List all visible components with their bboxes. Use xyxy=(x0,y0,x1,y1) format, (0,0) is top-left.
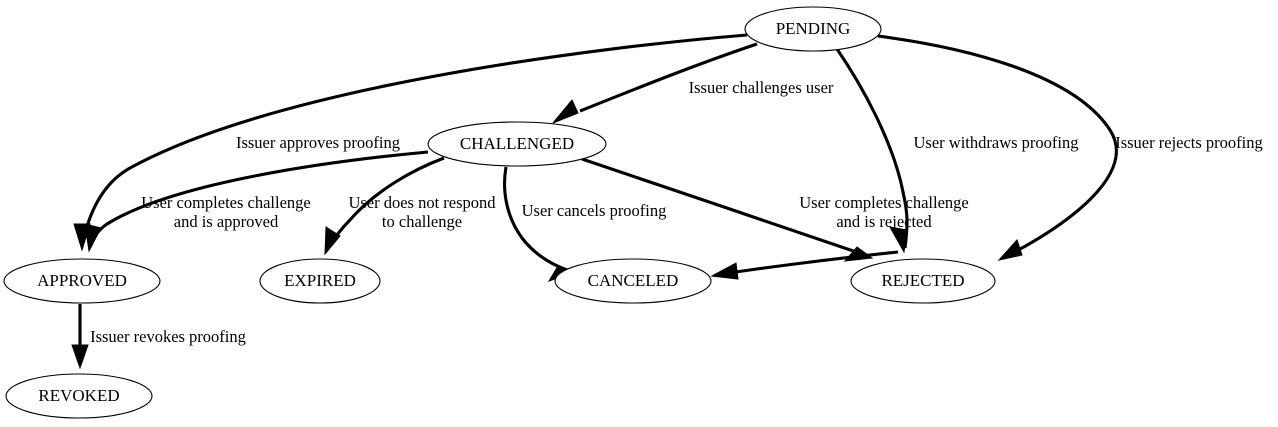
edges-layer xyxy=(71,33,1118,370)
edge-label-challenged-canceled: User cancels proofing xyxy=(522,201,667,220)
edge-path-challenged-expired xyxy=(325,156,445,251)
edge-challenged-to-approved[interactable] xyxy=(84,150,429,253)
node-shape-rejected xyxy=(850,258,996,304)
edge-label-challenged-approved-line2: and is approved xyxy=(174,212,279,231)
edge-path-challenged-rejected xyxy=(581,157,869,258)
edge-path-challenged-canceled xyxy=(503,166,571,273)
arrowhead-rejected-from-pending xyxy=(889,226,908,254)
edge-label-challenged-rejected-line1: User completes challenge xyxy=(799,193,969,212)
nodes-layer: PENDING CHALLENGED APPROVED EXPIRED CANC… xyxy=(3,6,996,419)
edge-path-challenged-approved xyxy=(88,150,429,248)
arrowhead-canceled-right xyxy=(710,262,739,280)
edge-label-challenged-approved-line1: User completes challenge xyxy=(141,193,311,212)
node-approved[interactable]: APPROVED xyxy=(3,258,161,304)
arrowhead-expired-from-challenged xyxy=(324,226,341,256)
node-shape-challenged xyxy=(427,121,607,167)
edge-pending-to-approved[interactable] xyxy=(73,33,748,252)
arrowhead-canceled-from-pending xyxy=(997,239,1023,261)
node-rejected[interactable]: REJECTED xyxy=(850,258,996,304)
edge-path-pending-canceled xyxy=(877,34,1118,260)
edge-path-pending-challenged xyxy=(579,42,758,113)
edge-pending-to-canceled[interactable] xyxy=(877,34,1118,261)
node-revoked[interactable]: REVOKED xyxy=(5,373,153,419)
arrowhead-challenged-from-pending xyxy=(552,99,579,124)
node-canceled[interactable]: CANCELED xyxy=(554,258,712,304)
edge-label-challenged-rejected-line2: and is rejected xyxy=(836,212,932,231)
node-pending[interactable]: PENDING xyxy=(744,6,882,52)
node-challenged[interactable]: CHALLENGED xyxy=(427,121,607,167)
edge-label-pending-rejected: User withdraws proofing xyxy=(914,133,1079,152)
edge-challenged-to-canceled[interactable] xyxy=(503,166,576,282)
node-shape-approved xyxy=(3,258,161,304)
edge-challenged-to-rejected[interactable] xyxy=(581,157,874,262)
arrowhead-approved-from-challenged xyxy=(84,223,102,253)
edge-label-pending-approved: Issuer approves proofing xyxy=(236,133,400,152)
node-shape-pending xyxy=(744,6,882,52)
edge-pending-to-rejected[interactable] xyxy=(835,48,909,254)
edge-label-challenged-expired-line2: to challenge xyxy=(382,212,462,231)
edge-challenged-to-expired[interactable] xyxy=(324,156,445,256)
edge-path-pending-rejected xyxy=(835,48,909,249)
node-shape-revoked xyxy=(5,373,153,419)
node-shape-canceled xyxy=(554,258,712,304)
edge-labels-layer: Issuer challenges user Issuer approves p… xyxy=(90,78,1263,346)
arrowhead-revoked-from-approved xyxy=(71,344,89,370)
edge-label-pending-canceled: Issuer rejects proofing xyxy=(1115,133,1263,152)
edge-into-canceled-right[interactable] xyxy=(710,250,899,280)
edge-label-challenged-expired-line1: User does not respond xyxy=(348,193,496,212)
node-shape-expired xyxy=(259,258,381,304)
edge-path-pending-approved xyxy=(80,33,748,247)
edge-label-approved-revoked: Issuer revokes proofing xyxy=(90,327,246,346)
node-expired[interactable]: EXPIRED xyxy=(259,258,381,304)
edge-approved-to-revoked[interactable] xyxy=(71,304,89,370)
edge-label-pending-challenged: Issuer challenges user xyxy=(689,78,834,97)
edge-pending-to-challenged[interactable] xyxy=(552,42,758,124)
